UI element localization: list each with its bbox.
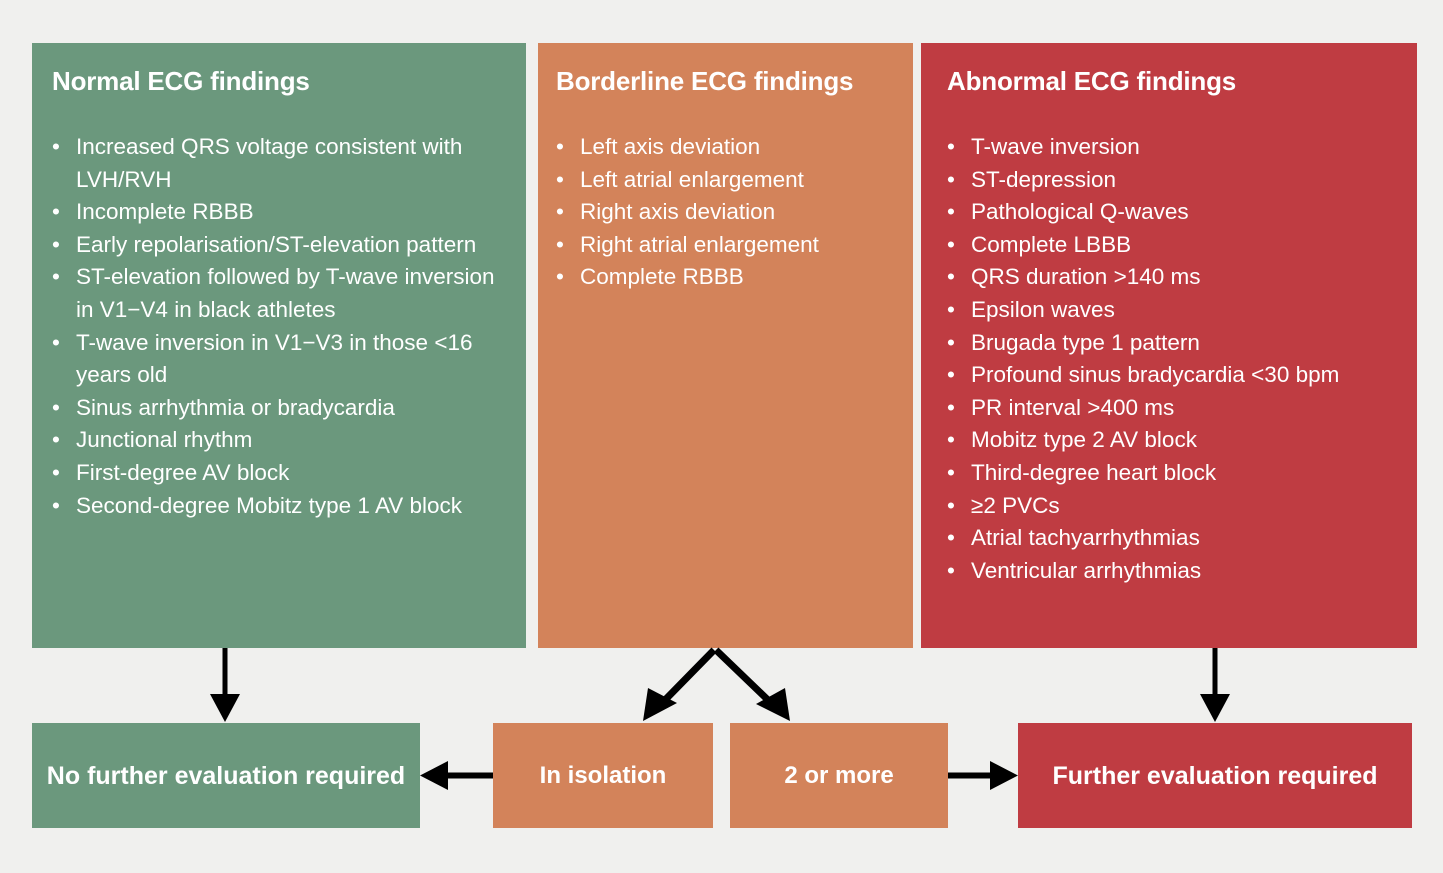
list-item: Complete LBBB (947, 229, 1409, 262)
outcome-two-or-more: 2 or more (730, 723, 948, 828)
list-item: Incomplete RBBB (52, 196, 518, 229)
list-item: Right axis deviation (556, 196, 905, 229)
list-item: Junctional rhythm (52, 424, 518, 457)
panel-borderline-ecg-findings: Borderline ECG findings Left axis deviat… (538, 43, 913, 648)
finding-list-normal: Increased QRS voltage consistent with LV… (52, 131, 518, 522)
arrow-normal-to-no-further (210, 648, 240, 722)
list-item: Increased QRS voltage consistent with LV… (52, 131, 518, 196)
list-item: Atrial tachyarrhythmias (947, 522, 1409, 555)
list-item: Ventricular arrhythmias (947, 555, 1409, 588)
panel-title-normal: Normal ECG findings (52, 66, 310, 96)
list-item: T-wave inversion (947, 131, 1409, 164)
panel-normal-ecg-findings: Normal ECG findings Increased QRS voltag… (32, 43, 526, 648)
list-item: Second-degree Mobitz type 1 AV block (52, 490, 518, 523)
panel-title-abnormal: Abnormal ECG findings (947, 66, 1237, 96)
list-item: Left axis deviation (556, 131, 905, 164)
arrow-in-isolation-to-no-further (420, 761, 493, 790)
list-item: Right atrial enlargement (556, 229, 905, 262)
list-item: ≥2 PVCs (947, 490, 1409, 523)
arrow-two-or-more-to-further (948, 761, 1018, 790)
list-item: Mobitz type 2 AV block (947, 424, 1409, 457)
finding-list-abnormal: T-wave inversion ST-depression Pathologi… (947, 131, 1409, 587)
list-item: Complete RBBB (556, 261, 905, 294)
arrow-abnormal-to-further (1200, 648, 1230, 722)
outcome-in-isolation: In isolation (493, 723, 713, 828)
list-item: Early repolarisation/ST-elevation patter… (52, 229, 518, 262)
list-item: QRS duration >140 ms (947, 261, 1409, 294)
list-item: ST-elevation followed by T-wave inversio… (52, 261, 518, 326)
list-item: Pathological Q-waves (947, 196, 1409, 229)
list-item: Left atrial enlargement (556, 164, 905, 197)
list-item: First-degree AV block (52, 457, 518, 490)
panel-abnormal-ecg-findings: Abnormal ECG findings T-wave inversion S… (921, 43, 1417, 648)
list-item: Profound sinus bradycardia <30 bpm (947, 359, 1409, 392)
list-item: Brugada type 1 pattern (947, 327, 1409, 360)
arrow-borderline-to-two-or-more (713, 647, 790, 721)
arrow-borderline-to-in-isolation (643, 647, 717, 721)
list-item: Epsilon waves (947, 294, 1409, 327)
outcome-no-further-evaluation-required: No further evaluation required (32, 723, 420, 828)
outcome-further-evaluation-required: Further evaluation required (1018, 723, 1412, 828)
list-item: PR interval >400 ms (947, 392, 1409, 425)
list-item: ST-depression (947, 164, 1409, 197)
list-item: Sinus arrhythmia or bradycardia (52, 392, 518, 425)
list-item: Third-degree heart block (947, 457, 1409, 490)
panel-title-borderline: Borderline ECG findings (556, 66, 854, 96)
list-item: T-wave inversion in V1−V3 in those <16 y… (52, 327, 518, 392)
finding-list-borderline: Left axis deviation Left atrial enlargem… (556, 131, 905, 294)
